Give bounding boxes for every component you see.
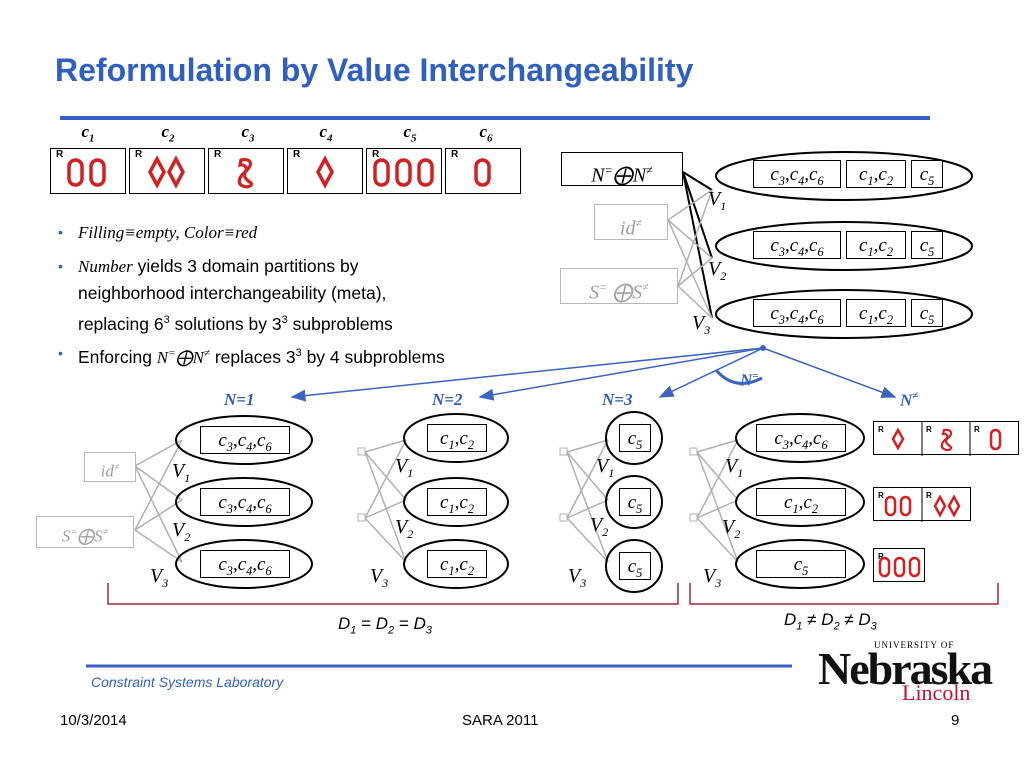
branch-label-n-eq: N= bbox=[740, 370, 759, 390]
top-row1-group-c1c2: c1,c2 bbox=[846, 160, 906, 188]
top-row2-group-c1c2: c1,c2 bbox=[846, 231, 906, 259]
panel1-group-1: c3,c4,c6 bbox=[200, 426, 290, 454]
card-label-c3: c3 bbox=[241, 122, 255, 145]
svg-text:R: R bbox=[878, 552, 884, 561]
card-label-c4: c4 bbox=[319, 122, 333, 145]
branch-label-n3: N=3 bbox=[602, 390, 633, 409]
panel4-v3-label: V3 bbox=[703, 565, 722, 590]
panel1-v1-label: V1 bbox=[172, 460, 191, 485]
panel2-v1-label: V1 bbox=[395, 455, 414, 480]
panel4-group-2: c1,c2 bbox=[756, 488, 846, 516]
panel3-v1-label: V1 bbox=[596, 455, 615, 480]
cards-c3c4c6-icon: R R R bbox=[878, 422, 1002, 456]
panel2-group-3: c1,c2 bbox=[427, 550, 487, 578]
s-merge-box: S= ⨁S≠ bbox=[560, 268, 678, 304]
svg-text:R: R bbox=[878, 425, 884, 434]
footer-lab-name: Constraint Systems Laboratory bbox=[91, 674, 284, 690]
top-v3-label: V3 bbox=[692, 312, 711, 337]
footer-page-number: 9 bbox=[951, 712, 960, 729]
panel3-group-1: c5 bbox=[619, 424, 651, 452]
branch-label-n2: N=2 bbox=[432, 390, 463, 409]
oval-pair-icon bbox=[67, 158, 106, 187]
title-underline bbox=[60, 116, 930, 120]
branch-label-n-neq: N≠ bbox=[900, 390, 919, 410]
bullet-number-line3: replacing 63 solutions by 33 subproblems bbox=[78, 313, 393, 334]
panel3-group-3: c5 bbox=[619, 552, 651, 580]
panel1-v3-label: V3 bbox=[150, 565, 169, 590]
panel3-v2-label: V2 bbox=[590, 514, 609, 539]
panel3-group-2: c5 bbox=[619, 488, 651, 516]
footer-conference: SARA 2011 bbox=[462, 712, 539, 729]
panel4-group-3: c5 bbox=[756, 550, 846, 578]
bullet-filling-color: • Filling≡empty, Color≡red bbox=[58, 223, 258, 242]
bullet-number-line2: neighborhood interchangeability (meta), bbox=[78, 283, 387, 303]
domains-differ-label: D1 ≠ D2 ≠ D3 bbox=[784, 610, 877, 633]
card-label-c5: c5 bbox=[403, 122, 417, 145]
cards-group-c1c2: R R bbox=[873, 487, 971, 522]
panel3-v3-label: V3 bbox=[568, 565, 587, 590]
panel2-v3-label: V3 bbox=[370, 565, 389, 590]
card-c3: R bbox=[208, 148, 284, 194]
panel1-group-3: c3,c4,c6 bbox=[200, 550, 290, 578]
panel4-group-1: c3,c4,c6 bbox=[756, 424, 846, 452]
bullet-enforcing: • Enforcing N=⨁N≠ replaces 33 by 4 subpr… bbox=[58, 345, 445, 367]
logo-lincoln-text: Lincoln bbox=[902, 680, 971, 705]
top-v1-label: V1 bbox=[708, 188, 727, 213]
card-label-c2: c2 bbox=[161, 122, 175, 145]
logo-nebraska-text: Nebraska bbox=[818, 643, 993, 694]
svg-text:R: R bbox=[926, 491, 932, 500]
top-row1-group-c3c4c6: c3,c4,c6 bbox=[753, 160, 841, 188]
logo-university-text: UNIVERSITY OF bbox=[874, 640, 955, 650]
branch-label-n1: N=1 bbox=[224, 390, 255, 409]
panel1-v2-label: V2 bbox=[172, 519, 191, 544]
panel4-v1-label: V1 bbox=[725, 455, 744, 480]
svg-text:R: R bbox=[878, 491, 884, 500]
card-c6: R bbox=[445, 148, 521, 194]
id-neq-box: id≠ bbox=[594, 204, 668, 240]
cards-c5-icon: R bbox=[878, 552, 921, 578]
diamond-icon bbox=[316, 155, 334, 189]
top-row3-group-c3c4c6: c3,c4,c6 bbox=[753, 299, 841, 327]
top-row2-group-c3c4c6: c3,c4,c6 bbox=[753, 231, 841, 259]
n-merge-box: N=⨁N≠ bbox=[561, 152, 683, 187]
bullet-number-partitions: • Number yields 3 domain partitions by bbox=[58, 256, 359, 276]
card-label-c6: c6 bbox=[479, 122, 493, 145]
card-label-c1: c1 bbox=[81, 122, 95, 145]
top-row1-group-c5: c5 bbox=[911, 160, 943, 188]
panel1-id-box: id≠ bbox=[84, 452, 136, 482]
slide-title: Reformulation by Value Interchangeabilit… bbox=[55, 52, 694, 88]
panel1-group-2: c3,c4,c6 bbox=[200, 488, 290, 516]
card-c5: R bbox=[366, 148, 442, 194]
top-row2-group-c5: c5 bbox=[911, 231, 943, 259]
footer-date: 10/3/2014 bbox=[60, 712, 127, 729]
oval-triple-icon bbox=[373, 158, 434, 187]
card-c1: R bbox=[50, 148, 126, 194]
diamond-pair-icon bbox=[148, 155, 185, 189]
oval-icon bbox=[474, 158, 491, 187]
squiggle-icon bbox=[237, 158, 253, 189]
card-c4: R bbox=[287, 148, 363, 194]
cards-group-c3c4c6: R R R bbox=[873, 421, 1019, 456]
top-v2-label: V2 bbox=[708, 258, 727, 283]
panel1-s-box: S=⨁S≠ bbox=[36, 516, 134, 548]
top-row3-group-c1c2: c1,c2 bbox=[846, 299, 906, 327]
cards-c1c2-icon: R R bbox=[878, 488, 961, 522]
svg-text:R: R bbox=[974, 425, 980, 434]
panel4-v2-label: V2 bbox=[722, 516, 741, 541]
card-c2: R bbox=[129, 148, 205, 194]
panel2-v2-label: V2 bbox=[395, 516, 414, 541]
top-row3-group-c5: c5 bbox=[911, 299, 943, 327]
panel2-group-2: c1,c2 bbox=[427, 488, 487, 516]
svg-text:R: R bbox=[926, 425, 932, 434]
panel2-group-1: c1,c2 bbox=[427, 424, 487, 452]
domains-equal-label: D1 = D2 = D3 bbox=[338, 614, 432, 637]
cards-group-c5: R bbox=[873, 548, 925, 582]
